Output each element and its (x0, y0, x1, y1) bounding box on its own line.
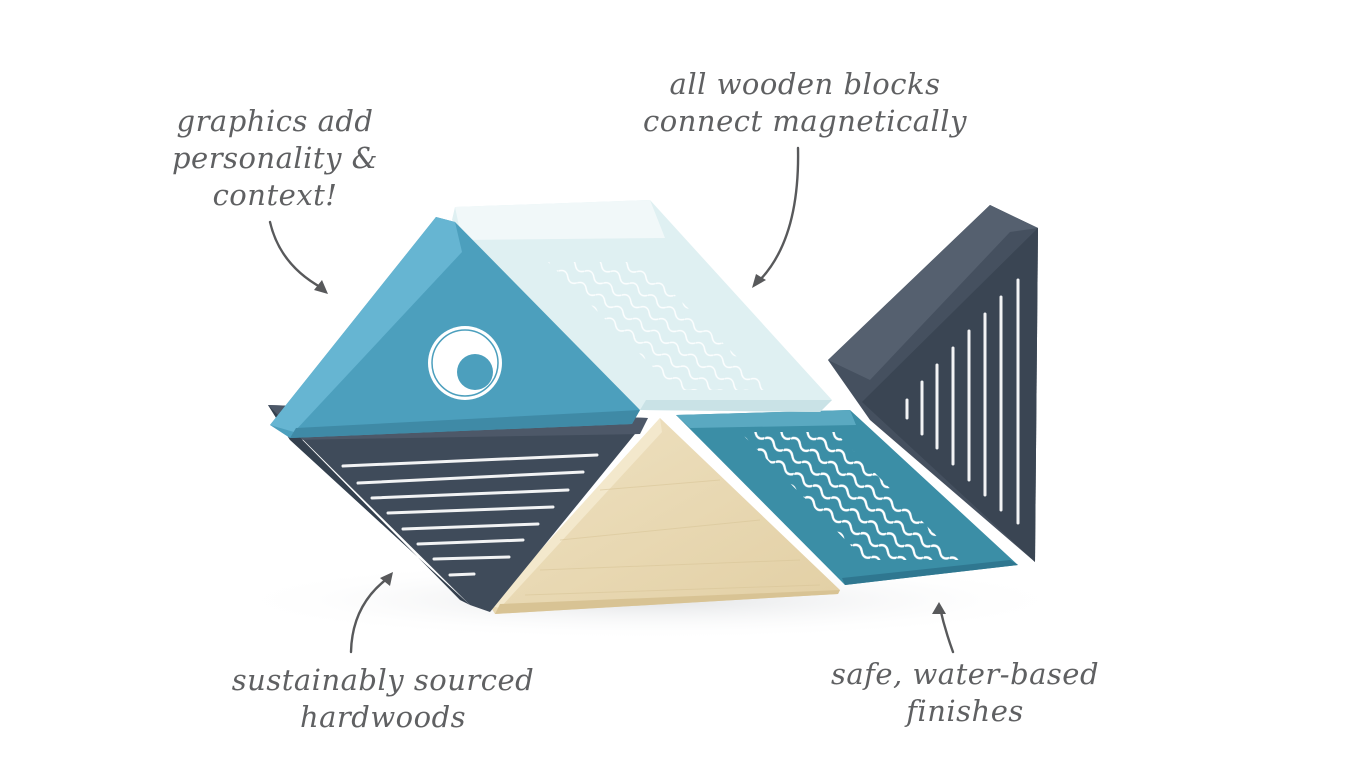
jaw-stripes-graphic (341, 453, 599, 577)
belly-block (490, 418, 840, 614)
caption-line: finishes (906, 694, 1024, 728)
arrow-hardwoods (349, 576, 390, 654)
caption-line: sustainably sourced (231, 663, 535, 697)
caption-line: context! (212, 178, 338, 212)
arrow-head-finishes-icon (932, 602, 946, 614)
top-body-block (452, 200, 832, 412)
tail-block (828, 205, 1038, 562)
caption-line: connect magnetically (643, 104, 967, 138)
caption-hardwoods: sustainably sourced hardwoods (218, 662, 548, 736)
caption-line: safe, water-based (830, 657, 1100, 691)
arrow-magnetic (756, 146, 800, 284)
tail-stripes-graphic (905, 278, 1020, 525)
wood-grain (524, 479, 821, 596)
caption-finishes: safe, water-based finishes (815, 656, 1115, 730)
caption-line: graphics add (176, 104, 374, 138)
caption-line: hardwoods (299, 700, 467, 734)
caption-line: personality & (171, 141, 379, 175)
top-waves-graphic (548, 262, 770, 390)
head-block (270, 217, 640, 438)
arrow-heads (314, 274, 946, 614)
caption-magnetic: all wooden blocks connect magnetically (620, 66, 990, 140)
caption-graphics: graphics add personality & context! (150, 103, 400, 214)
arrow-graphics (268, 220, 324, 290)
lower-body-block (676, 410, 1018, 585)
caption-line: all wooden blocks (669, 67, 941, 101)
eye-graphic (428, 326, 502, 400)
lower-waves-graphic (740, 432, 960, 560)
arrow-head-hardwoods-icon (380, 572, 393, 586)
arrow-head-magnetic-icon (752, 274, 766, 288)
arrow-head-graphics-icon (314, 280, 328, 294)
